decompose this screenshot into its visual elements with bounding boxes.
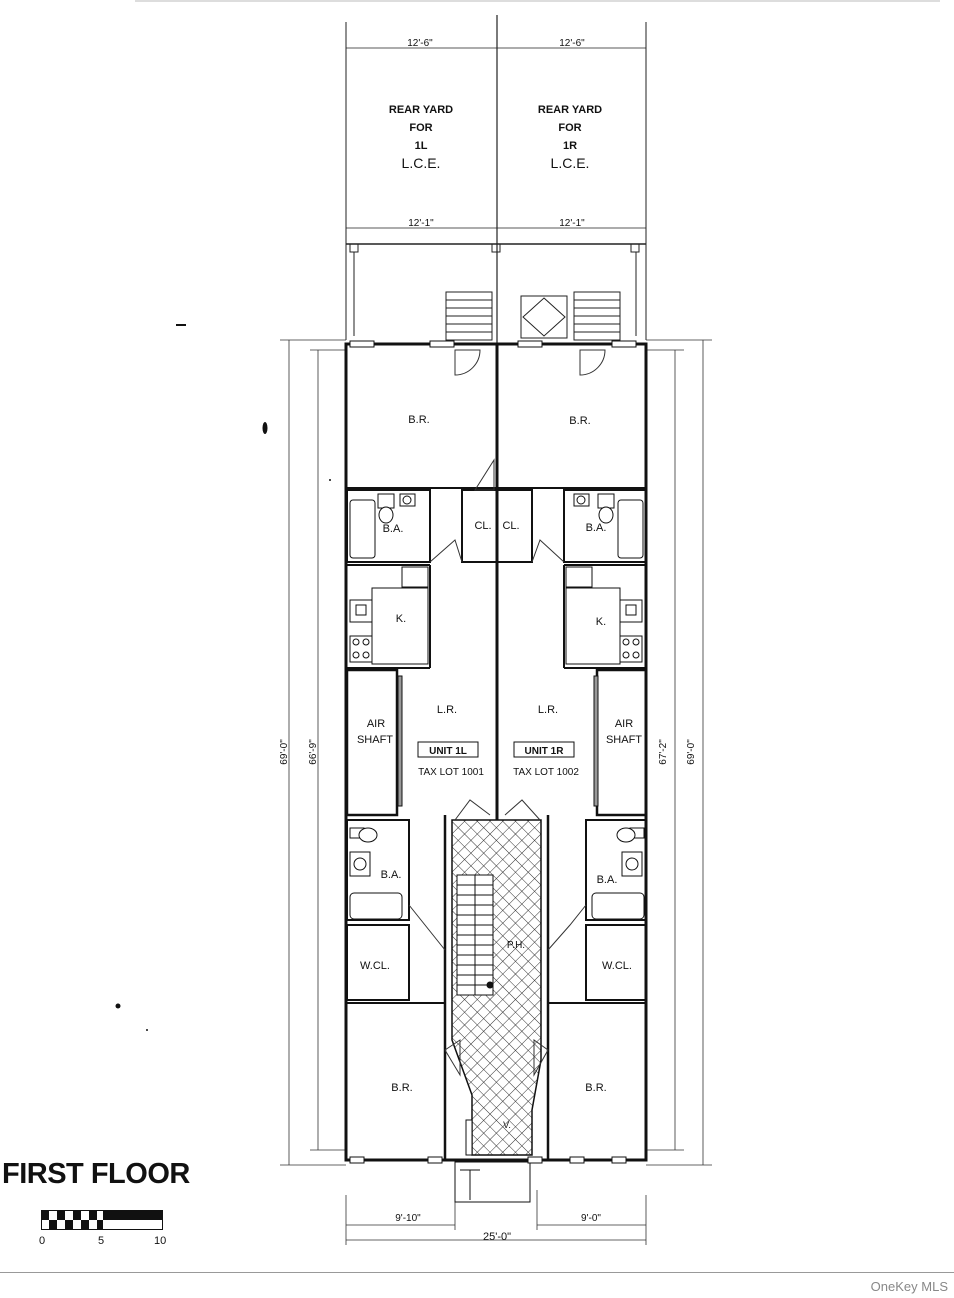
room-kitchen-1r: K. <box>596 616 606 628</box>
room-air-shaft-1r-line1: AIR <box>615 718 633 730</box>
scale-bar <box>41 1210 163 1230</box>
yard-1l-line2: FOR <box>409 122 432 134</box>
unit-1r-name: UNIT 1R <box>525 746 565 757</box>
room-air-shaft-1l-line1: AIR <box>367 718 385 730</box>
dim-total-width: 25'-0" <box>483 1231 511 1243</box>
unit-tags <box>417 741 575 758</box>
dim-inner-left: 66'-9" <box>308 739 319 765</box>
dimension-lines <box>280 339 712 1245</box>
windows <box>349 340 637 1164</box>
room-lr-1l: L.R. <box>437 704 457 716</box>
dim-front-left: 9'-10" <box>395 1213 421 1224</box>
dim-overall-left: 69'-0" <box>279 739 290 765</box>
room-br-front-1r: B.R. <box>585 1082 606 1094</box>
room-air-shaft-1r-line2: SHAFT <box>606 734 642 746</box>
dim-overall-right: 69'-0" <box>686 739 697 765</box>
room-wcl-1l: W.CL. <box>360 960 390 972</box>
yard-1r-line3: 1R <box>563 140 577 152</box>
yard-1r-width-bottom: 12'-1" <box>559 218 585 229</box>
scan-specks <box>115 324 331 1031</box>
room-cl-1r: CL. <box>502 520 519 532</box>
page-divider <box>0 1272 954 1273</box>
hall-label: P.H. <box>507 940 525 951</box>
room-kitchen-1l: K. <box>396 613 406 625</box>
floor-title: FIRST FLOOR <box>2 1158 190 1190</box>
room-ba-front-1r: B.A. <box>597 874 618 886</box>
room-air-shaft-1l-line2: SHAFT <box>357 734 393 746</box>
yard-1r-line1: REAR YARD <box>538 104 602 116</box>
yard-1l-line1: REAR YARD <box>389 104 453 116</box>
fixtures <box>349 493 645 1203</box>
room-br-front-1l: B.R. <box>391 1082 412 1094</box>
room-ba-front-1l: B.A. <box>381 869 402 881</box>
yard-1r-width-top: 12'-6" <box>559 38 585 49</box>
dim-inner-right: 67'-2" <box>658 739 669 765</box>
watermark: OneKey MLS <box>870 1279 948 1294</box>
unit-1l-tax-lot: TAX LOT 1001 <box>418 767 484 778</box>
scale-label-0: 0 <box>39 1235 46 1247</box>
yard-1l-width-bottom: 12'-1" <box>408 218 434 229</box>
room-cl-1l: CL. <box>474 520 491 532</box>
yard-1l-line4: L.C.E. <box>402 155 441 171</box>
room-br-rear-1l: B.R. <box>408 414 429 426</box>
door-swings <box>408 349 606 1077</box>
unit-1l-name: UNIT 1L <box>429 746 467 757</box>
room-wcl-1r: W.CL. <box>602 960 632 972</box>
hall-stairs <box>456 874 494 996</box>
yard-1l-width-top: 12'-6" <box>407 38 433 49</box>
unit-1r-tax-lot: TAX LOT 1002 <box>513 767 579 778</box>
room-ba-rear-1r: B.A. <box>586 522 607 534</box>
yard-1r-line4: L.C.E. <box>551 155 590 171</box>
scale-label-10: 10 <box>154 1235 167 1247</box>
yard-1l-line3: 1L <box>415 140 428 152</box>
entry-label: V. <box>503 1120 511 1130</box>
dim-front-right: 9'-0" <box>581 1213 601 1224</box>
room-lr-1r: L.R. <box>538 704 558 716</box>
rear-stairs <box>445 291 621 341</box>
room-br-rear-1r: B.R. <box>569 415 590 427</box>
room-ba-rear-1l: B.A. <box>383 523 404 535</box>
yard-1r-line2: FOR <box>558 122 581 134</box>
scale-label-5: 5 <box>98 1235 105 1247</box>
